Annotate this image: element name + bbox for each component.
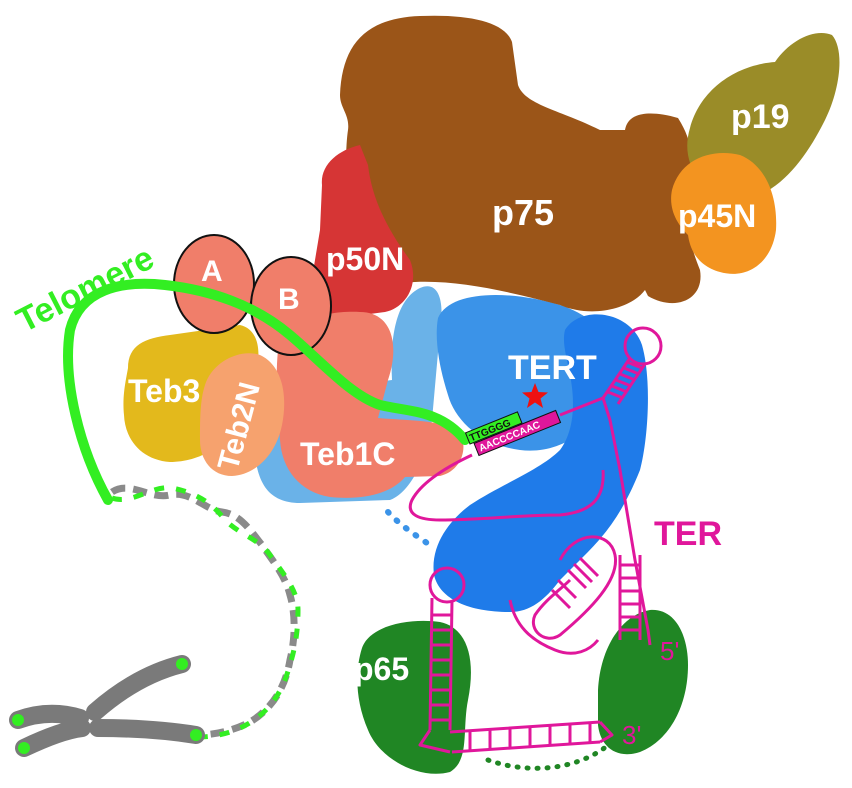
- telomere-duplex-green: [111, 485, 301, 740]
- teb3-label: Teb3: [128, 373, 200, 409]
- telomere-duplex-grey: [110, 484, 298, 739]
- p50n-label: p50N: [326, 241, 404, 277]
- ter-bottom-helix-rungs: [468, 723, 592, 751]
- ter-helix-top-rungs: [607, 360, 643, 400]
- five-prime-label: 5': [660, 636, 679, 666]
- teb2n-subunit: [200, 353, 285, 476]
- rna-template-box: [473, 409, 562, 457]
- ter-stem-loop-top: [623, 326, 663, 366]
- chromosome-tip-3: [12, 714, 24, 726]
- ter-lower-strand: [508, 599, 600, 655]
- star-icon: [522, 383, 548, 408]
- ter-loop-strand: [408, 453, 605, 522]
- ter-left-helix-rungs: [430, 613, 451, 722]
- dna-strand-box: [464, 411, 523, 445]
- p75-subunit: [340, 15, 701, 312]
- ter-right-helix-rungs: [620, 563, 640, 632]
- ter-label: TER: [654, 515, 722, 553]
- chromosome-tip-1: [176, 658, 188, 670]
- teb1-a-label: A: [201, 255, 223, 288]
- ter-right-helix: [618, 555, 642, 640]
- chromosome-arm-lower-left: [15, 719, 91, 757]
- ter-hairpin-rungs: [550, 556, 600, 610]
- ter-left-helix: [428, 597, 454, 731]
- telomere-3prime-overhang: [63, 278, 470, 505]
- ter-main-strand: [559, 396, 652, 646]
- chromosome-arm-upper-right: [86, 655, 191, 721]
- p65-label: p65: [354, 651, 409, 687]
- teb1c-label: Teb1C: [300, 436, 395, 472]
- p75-label: p75: [492, 192, 554, 233]
- ter-stem-loop-left: [428, 566, 466, 604]
- p65-right-lobe: [598, 609, 688, 755]
- telomere-label: Telomere: [10, 239, 160, 340]
- chromosome-icon: [9, 655, 205, 757]
- ter-bottom-connector: [418, 720, 614, 754]
- chromosome-tip-4: [18, 742, 30, 754]
- three-prime-label: 3': [622, 720, 641, 750]
- ter-hairpin: [531, 535, 618, 640]
- ter-bottom-helix: [449, 720, 601, 754]
- chromosome-arm-upper-left: [9, 704, 89, 729]
- telomere-dna: [63, 278, 470, 740]
- tert-dotted-linker: [385, 509, 433, 548]
- chromosome-tip-2: [190, 729, 202, 741]
- teb1-b-label: B: [278, 283, 300, 316]
- p19-label: p19: [731, 98, 790, 136]
- p50n-subunit: [308, 145, 414, 318]
- tert-label: TERT: [508, 349, 597, 387]
- ter-rna: [408, 326, 663, 754]
- p45n-label: p45N: [678, 198, 756, 234]
- p45n-subunit: [671, 153, 777, 274]
- chromosome-arm-lower-right: [89, 719, 205, 744]
